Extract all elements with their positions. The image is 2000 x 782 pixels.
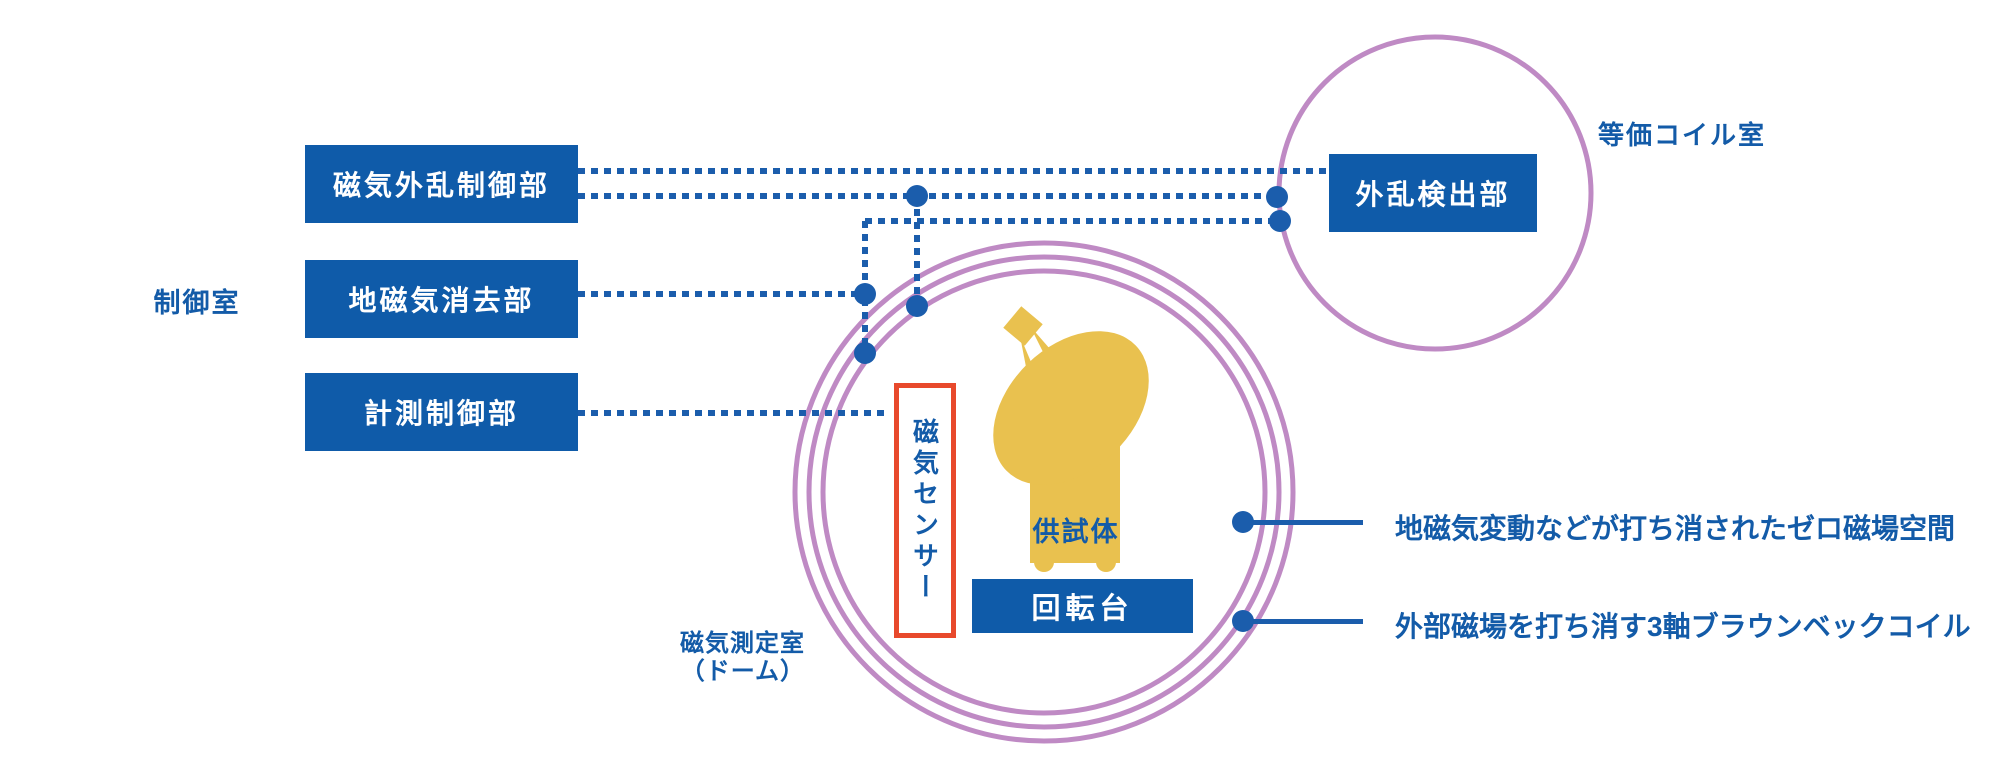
satellite-icon xyxy=(993,306,1149,572)
dome-label-line1: 磁気測定室 xyxy=(680,630,805,657)
box-label: 外乱検出部 xyxy=(1355,179,1511,210)
magnetic-sensor-label: 磁気センサー xyxy=(909,417,940,604)
connection-node xyxy=(854,283,876,305)
box-label: 地磁気消去部 xyxy=(348,285,535,316)
box-magnetic-disturbance-control: 磁気外乱制御部 xyxy=(305,145,578,223)
connection-node xyxy=(1269,210,1291,232)
connection-node xyxy=(854,342,876,364)
line-measurement-control-to-sensor xyxy=(578,410,890,416)
dome-label: 磁気測定室 （ドーム） xyxy=(605,630,805,686)
annotation-line xyxy=(1243,619,1363,624)
magnetic-sensor-box: 磁気センサー xyxy=(894,383,956,638)
control-room-label: 制御室 xyxy=(153,288,241,318)
line-vertical-dome-right xyxy=(914,196,920,309)
box-label: 磁気外乱制御部 xyxy=(332,170,550,201)
annotation-node xyxy=(1232,610,1254,632)
box-label: 回転台 xyxy=(1031,593,1134,625)
annotation-zero-field: 地磁気変動などが打ち消されたゼロ磁場空間 xyxy=(1395,513,1956,544)
dome-coil-circles xyxy=(792,240,1296,744)
box-turntable: 回転台 xyxy=(972,579,1193,633)
annotation-node xyxy=(1232,511,1254,533)
box-measurement-control: 計測制御部 xyxy=(305,373,578,451)
line-dome-to-coilroom xyxy=(865,218,1280,224)
box-label: 計測制御部 xyxy=(363,398,519,429)
box-geomagnetic-erase: 地磁気消去部 xyxy=(305,260,578,338)
connection-node xyxy=(1266,186,1288,208)
annotation-line xyxy=(1243,520,1363,525)
annotation-braunbek-coil: 外部磁場を打ち消す3軸ブラウンベックコイル xyxy=(1395,611,1971,642)
line-disturbance-control-to-detector xyxy=(578,168,1329,174)
dome-label-line2: （ドーム） xyxy=(680,658,805,685)
connection-node xyxy=(906,295,928,317)
box-disturbance-detector: 外乱検出部 xyxy=(1329,154,1537,232)
connection-node xyxy=(906,185,928,207)
coil-room-label: 等価コイル室 xyxy=(1598,120,1767,150)
specimen-label: 供試体 xyxy=(1032,517,1120,547)
line-geomagnetic-erase-to-dome xyxy=(578,291,871,297)
